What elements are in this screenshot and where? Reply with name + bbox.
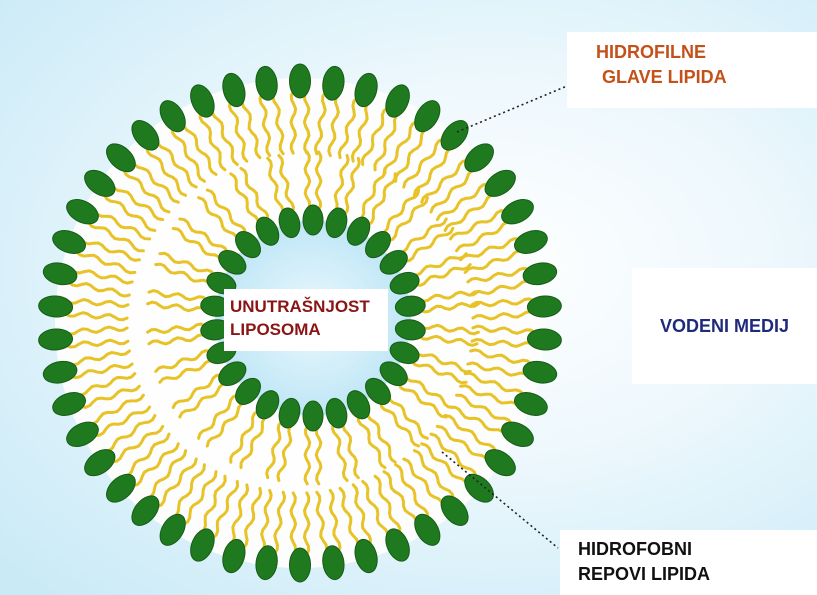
hydrophobic-tails-line1: HIDROFOBNI <box>578 537 817 562</box>
hydrophobic-tails-line2: REPOVI LIPIDA <box>578 562 817 587</box>
outer-lipid-head-icon <box>290 548 311 582</box>
heads-pointer-line <box>457 86 567 132</box>
inner-lipid-head-icon <box>303 205 323 235</box>
hydrophilic-heads-label: HIDROFILNE GLAVE LIPIDA <box>567 32 817 108</box>
inner-lipid-head-icon <box>303 401 323 431</box>
aqueous-medium-text: VODENI MEDIJ <box>660 314 789 339</box>
hydrophilic-heads-line1: HIDROFILNE <box>596 40 817 65</box>
hydrophobic-tails-label: HIDROFOBNI REPOVI LIPIDA <box>560 530 817 595</box>
aqueous-medium-label: VODENI MEDIJ <box>632 268 817 384</box>
interior-line2: LIPOSOMA <box>230 318 388 341</box>
liposome-interior-label: UNUTRAŠNJOST LIPOSOMA <box>224 289 388 351</box>
hydrophilic-heads-line2: GLAVE LIPIDA <box>596 65 817 90</box>
outer-lipid-head-icon <box>290 64 311 98</box>
interior-line1: UNUTRAŠNJOST <box>230 295 388 318</box>
